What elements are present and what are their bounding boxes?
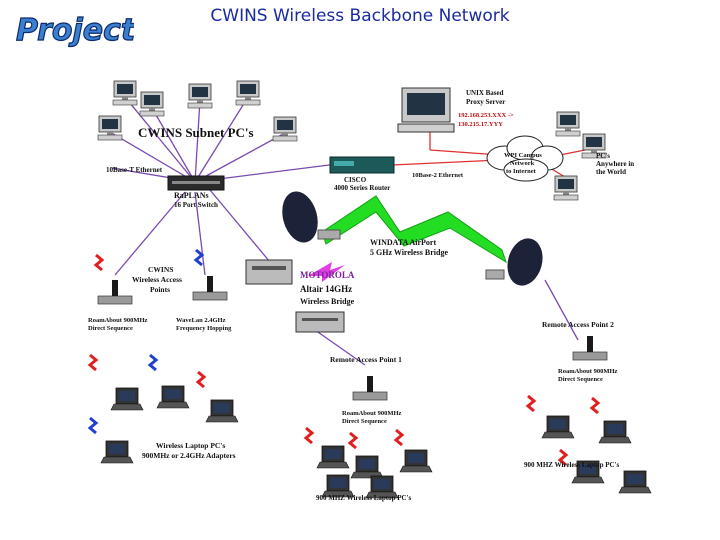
laptop-icon	[541, 415, 575, 439]
laptop-icon	[100, 440, 134, 464]
laptop-icon	[316, 445, 350, 469]
dish-antenna-icon	[485, 238, 543, 286]
ethernet-10base2-label: 10Base-2 Ethernet	[412, 172, 464, 179]
cwins-ap-label-3: Points	[150, 285, 170, 294]
laptop-icon	[598, 420, 632, 444]
windata-wireless-link	[321, 195, 507, 264]
desktop-pc-icon	[555, 111, 581, 137]
desktop-pc-icon	[112, 80, 138, 106]
wavelan-label-2: Frequency Hopping	[176, 325, 232, 332]
pcs-world-label-3: the World	[596, 168, 626, 176]
laptop-icon	[156, 385, 190, 409]
cwins-ap-label-1: CWINS	[148, 265, 173, 274]
ip-label-1: 192.168.253.XXX ->	[458, 112, 514, 119]
roam-mid-label-2: Direct Sequence	[342, 418, 387, 425]
roam-mid-label-1: RoamAbout 900MHz	[342, 410, 402, 417]
switch-label-1: RaPLANs	[174, 191, 209, 200]
laptops-left-label-2: 900MHz or 2.4GHz Adapters	[142, 451, 236, 460]
dish-antenna-icon	[282, 191, 341, 243]
windata-label-1: WINDATA AirPort	[370, 238, 436, 247]
wavelan-label-1: WaveLan 2.4GHz	[176, 317, 226, 324]
page-title: CWINS Wireless Backbone Network	[210, 6, 510, 26]
ethernet-10baset-label: 10Base-T Ethernet	[106, 166, 163, 174]
cwins-ap-label-2: Wireless Access	[132, 275, 182, 284]
desktop-pc-icon	[553, 175, 579, 201]
roam-right-label-2: Direct Sequence	[558, 376, 603, 383]
laptop-icon	[110, 387, 144, 411]
roam-right-label-1: RoamAbout 900MHz	[558, 368, 618, 375]
mid-laptops	[316, 445, 433, 499]
wpi-label-3: to Internet	[506, 168, 537, 175]
unix-label-2: Proxy Server	[466, 98, 505, 106]
router-icon	[329, 156, 395, 174]
desktop-pc-icon	[235, 80, 261, 106]
pcs-world-label-2: Anywhere in	[596, 160, 634, 168]
laptops-mid-label: 900 MHZ Wireless Laptop PC's	[316, 494, 412, 502]
laptop-icon	[618, 470, 652, 494]
switch-icon	[167, 175, 225, 191]
laptops-right-label: 900 MHZ Wireless Laptop PC's	[524, 461, 620, 469]
unix-label-1: UNIX Based	[466, 89, 504, 97]
wpi-label-2: Network	[510, 160, 535, 167]
roam-left-label-1: RoamAbout 900MHz	[88, 317, 148, 324]
pcs-world-label-1: PC's	[596, 152, 610, 160]
motorola-label-3: Wireless Bridge	[300, 297, 355, 306]
ip-label-2: 130.215.17.YYY	[458, 121, 503, 128]
laptop-icon	[399, 449, 433, 473]
switch-label-2: 16 Port Switch	[174, 201, 218, 209]
right-laptops	[541, 415, 652, 494]
desktop-pc-icon	[272, 116, 298, 142]
motorola-label-2: Altair 14GHz	[300, 284, 352, 294]
motorola-wireless-link	[308, 262, 345, 282]
laptop-icon	[205, 399, 239, 423]
access-point-icon	[352, 375, 388, 401]
subnet-pcs-label: CWINS Subnet PC's	[138, 125, 254, 140]
desktop-pc-icon	[97, 115, 123, 141]
access-point-icon	[192, 275, 228, 301]
server-icon	[397, 87, 455, 133]
rap1-label: Remote Access Point 1	[330, 355, 402, 364]
projects-logo: Projects	[15, 12, 134, 48]
rap2-label: Remote Access Point 2	[542, 320, 614, 329]
laptops-left-label-1: Wireless Laptop PC's	[156, 441, 225, 450]
laptop-icon	[350, 455, 384, 479]
cloud-icon	[486, 135, 564, 182]
access-point-icon	[97, 279, 133, 305]
desktop-pc-icon	[187, 83, 213, 109]
roam-left-label-2: Direct Sequence	[88, 325, 133, 332]
windata-label-2: 5 GHz Wireless Bridge	[370, 248, 448, 257]
motorola-bridge-icon	[245, 259, 345, 333]
desktop-pc-icon	[139, 91, 165, 117]
logo-text: Projects	[16, 13, 134, 48]
router-label-2: 4000 Series Router	[334, 184, 390, 192]
motorola-label-1: MOTOROLA	[300, 270, 355, 280]
router-label-1: CISCO	[344, 176, 367, 184]
wpi-label-1: WPI Campus	[504, 152, 542, 159]
